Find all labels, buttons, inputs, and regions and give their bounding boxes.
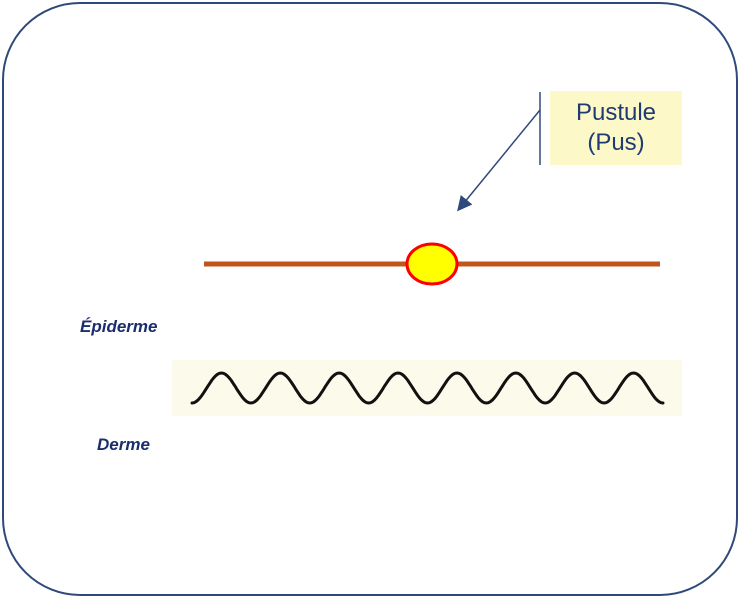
pustule-callout: Pustule (Pus) (550, 91, 682, 165)
epidermis-label: Épiderme (80, 317, 158, 336)
callout-line-2: (Pus) (587, 129, 645, 156)
dermis-label: Derme (97, 435, 150, 454)
dermis-band (172, 360, 682, 416)
dermis-wave-line (190, 371, 665, 405)
pointer-arrow-icon (457, 109, 541, 212)
pustule-icon (405, 242, 459, 286)
callout-line-1: Pustule (575, 99, 657, 126)
